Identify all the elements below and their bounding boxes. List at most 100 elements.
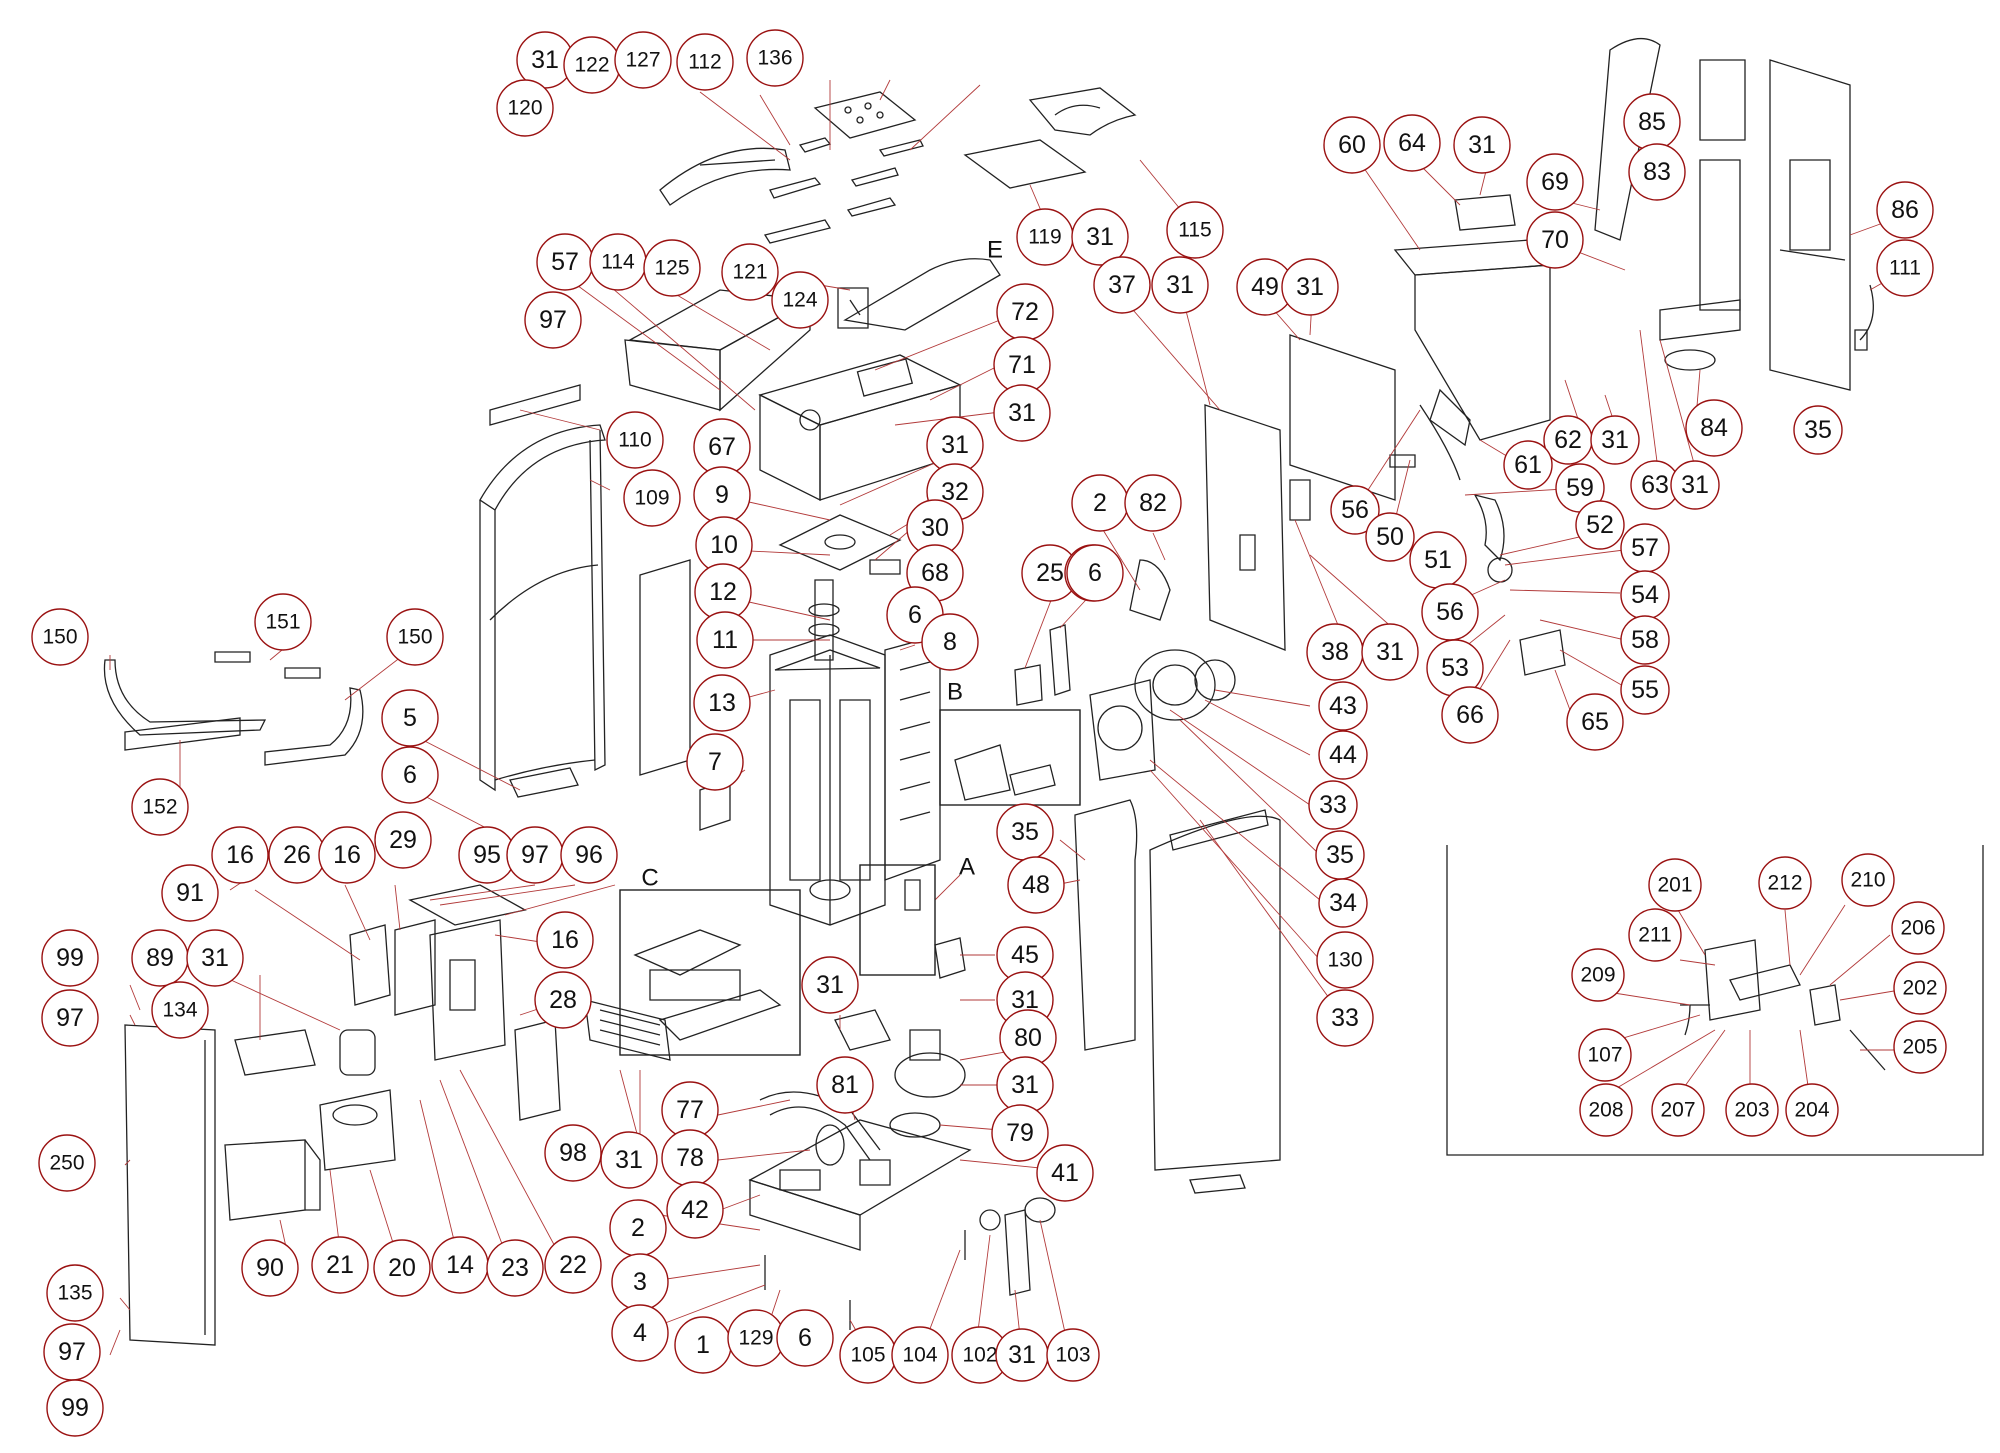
callout-31: 31 <box>516 31 574 89</box>
callout-circle <box>676 33 734 91</box>
callout-circle <box>623 469 681 527</box>
callout-number: 79 <box>1006 1119 1034 1147</box>
callout-number: 121 <box>732 261 767 284</box>
callout-circle <box>41 989 99 1047</box>
callout-circle <box>1365 512 1415 562</box>
callout-circle <box>1670 460 1720 510</box>
callout-number: 97 <box>539 306 567 334</box>
callout-number: 5 <box>403 704 417 732</box>
callout-circle <box>1318 681 1368 731</box>
callout-number: 210 <box>1850 869 1885 892</box>
callout-13: 13 <box>693 674 751 732</box>
callout-95: 95 <box>458 826 516 884</box>
callout-60: 60 <box>1323 116 1381 174</box>
callout-circle <box>1316 931 1374 989</box>
callout-57: 57 <box>1620 523 1670 573</box>
callout-number: 57 <box>1631 534 1659 562</box>
heat-exchanger-8 <box>885 635 940 880</box>
callout-circle <box>1893 1020 1947 1074</box>
callout-circle <box>686 733 744 791</box>
callout-number: 120 <box>507 97 542 120</box>
callout-circle <box>524 291 582 349</box>
callout-number: 109 <box>634 487 669 510</box>
callout-circle <box>600 1131 658 1189</box>
callout-number: 103 <box>1055 1344 1090 1367</box>
callout-circle <box>1318 730 1368 780</box>
callout-number: 3 <box>633 1268 647 1296</box>
callout-204: 204 <box>1785 1083 1839 1137</box>
callout-number: 33 <box>1319 791 1347 819</box>
callout-8: 8 <box>921 613 979 671</box>
callout-10: 10 <box>695 516 753 574</box>
callout-31: 31 <box>1670 460 1720 510</box>
fan-housing-34 <box>1090 680 1155 780</box>
callout-circle <box>1526 211 1584 269</box>
callout-3: 3 <box>611 1253 669 1311</box>
callout-circle <box>536 911 594 969</box>
callout-circle <box>381 689 439 747</box>
callout-circle <box>1124 474 1182 532</box>
screws <box>765 1230 965 1330</box>
callout-206: 206 <box>1891 901 1945 955</box>
callout-number: 53 <box>1441 654 1469 682</box>
callout-number: 112 <box>688 51 721 74</box>
callout-number: 90 <box>256 1254 284 1282</box>
callout-circle <box>666 1181 724 1239</box>
callout-104: 104 <box>891 1326 949 1384</box>
callout-31: 31 <box>1361 623 1419 681</box>
callout-circle <box>1841 853 1895 907</box>
callout-58: 58 <box>1620 615 1670 665</box>
callout-14: 14 <box>431 1236 489 1294</box>
callout-circle <box>131 778 189 836</box>
callout-number: 67 <box>708 433 736 461</box>
callout-number: 14 <box>446 1251 474 1279</box>
callout-number: 212 <box>1767 872 1802 895</box>
top-plate-127 <box>815 92 915 138</box>
callout-number: 86 <box>1891 196 1919 224</box>
callout-circle <box>38 1134 96 1192</box>
callout-circle <box>41 929 99 987</box>
ash-pan-90 <box>225 1140 320 1220</box>
callout-53: 53 <box>1426 639 1484 697</box>
callout-97: 97 <box>506 826 564 884</box>
callout-number: 89 <box>146 944 174 972</box>
callout-number: 95 <box>473 841 501 869</box>
callout-122: 122 <box>563 36 621 94</box>
callout-circle <box>381 746 439 804</box>
callout-202: 202 <box>1893 961 1947 1015</box>
callout-number: 124 <box>782 289 817 312</box>
callout-circle <box>31 608 89 666</box>
exhaust-fan-80 <box>835 1010 965 1097</box>
callout-67: 67 <box>693 418 751 476</box>
callout-circle <box>1066 544 1124 602</box>
callout-circle <box>1308 780 1358 830</box>
detail-box-A <box>859 864 936 976</box>
callout-number: 7 <box>708 748 722 776</box>
callout-circle <box>1566 693 1624 751</box>
callout-number: 122 <box>574 54 609 77</box>
callout-33: 33 <box>1316 989 1374 1047</box>
callout-109: 109 <box>623 469 681 527</box>
callout-55: 55 <box>1620 665 1670 715</box>
section-letter-A: A <box>959 854 975 881</box>
callout-26: 26 <box>268 826 326 884</box>
callout-circle <box>1785 1083 1839 1137</box>
back-panel-86 <box>1770 60 1850 390</box>
callout-circle <box>816 1056 874 1114</box>
callout-45: 45 <box>996 926 1054 984</box>
callout-89: 89 <box>131 929 189 987</box>
callout-circle <box>496 79 554 137</box>
bracket-5 <box>510 768 578 797</box>
pot-holder-21 <box>320 1090 395 1170</box>
callout-circle <box>186 929 244 987</box>
callout-number: 12 <box>709 578 737 606</box>
section-letter-B: B <box>947 679 963 706</box>
callout-number: 134 <box>162 999 197 1022</box>
panel-45 <box>935 938 965 978</box>
callout-circle <box>1628 143 1686 201</box>
callout-16: 16 <box>318 826 376 884</box>
callout-103: 103 <box>1046 1328 1100 1382</box>
top-grille-115 <box>1030 88 1135 135</box>
callout-circle <box>1318 878 1368 928</box>
callout-111: 111 <box>1876 239 1934 297</box>
